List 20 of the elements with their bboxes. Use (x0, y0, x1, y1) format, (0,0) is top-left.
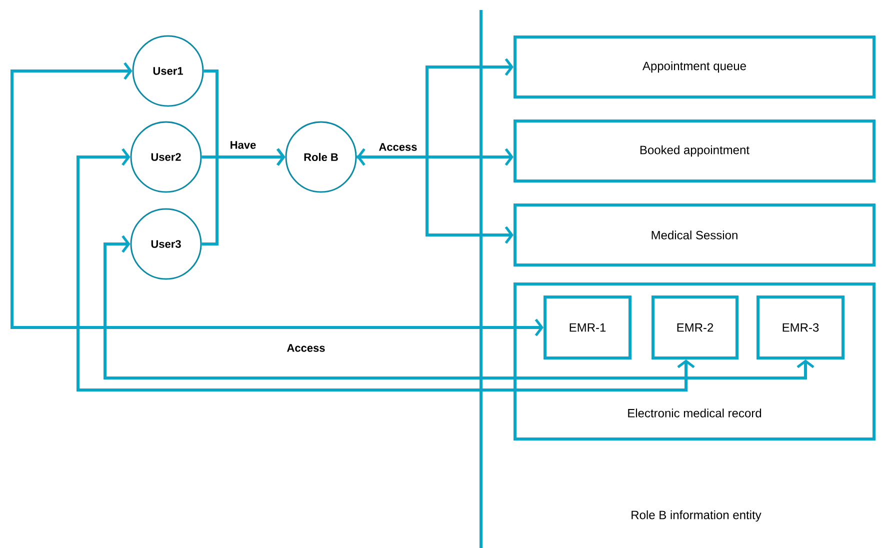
arrow (356, 156, 514, 244)
arrow (356, 148, 514, 166)
circle-node: User3 (130, 208, 202, 280)
arrow (202, 148, 286, 246)
edge-label: Have (230, 141, 256, 149)
process-box: Appointment queue (514, 36, 876, 98)
edge-label: Access (287, 344, 325, 352)
circle-node: User2 (130, 121, 202, 193)
process-box: EMR-3 (756, 296, 844, 360)
process-box: Booked appointment (514, 120, 876, 182)
circle-node: User1 (132, 35, 204, 107)
arrow (104, 235, 814, 380)
arrow (76, 148, 695, 392)
circle-node: Role B (285, 121, 357, 193)
arrow (10, 62, 544, 336)
edge-label: Access (379, 143, 417, 151)
process-box: EMR-1 (544, 296, 632, 360)
process-box: Medical Session (514, 204, 876, 266)
region-label: Role B information entity (632, 510, 762, 522)
process-box: EMR-2 (652, 296, 738, 360)
